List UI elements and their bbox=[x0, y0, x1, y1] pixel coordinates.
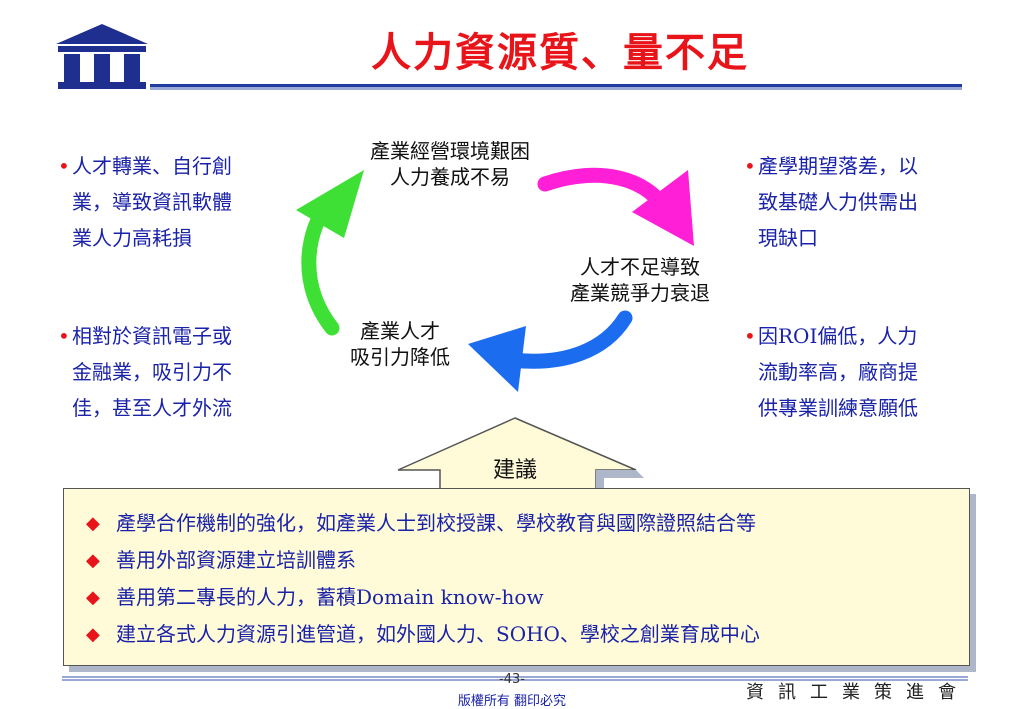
bullet-dot-icon: • bbox=[744, 154, 756, 178]
text-line: 供專業訓練意願低 bbox=[758, 396, 918, 420]
suggestion-list: ◆ 產學合作機制的強化，如產業人士到校授課、學校教育與國際證照結合等 ◆ 善用外部資… bbox=[64, 489, 969, 653]
diamond-bullet-icon: ◆ bbox=[86, 624, 100, 645]
suggestion-text: 產學合作機制的強化，如產業人士到校授課、學校教育與國際證照結合等 bbox=[116, 511, 756, 535]
blue-curved-arrow-icon bbox=[468, 310, 633, 392]
suggestion-item: ◆ 產學合作機制的強化，如產業人士到校授課、學校教育與國際證照結合等 bbox=[86, 505, 969, 542]
text-line: 業，導致資訊軟體 bbox=[72, 190, 232, 214]
bullet-dot-icon: • bbox=[744, 324, 756, 348]
diamond-bullet-icon: ◆ bbox=[86, 513, 100, 534]
page-number: -43- bbox=[499, 672, 525, 687]
issue-left-top: • 人才轉業、自行創 業，導致資訊軟體 業人力高耗損 bbox=[58, 148, 282, 256]
text-line: 人才不足導致 bbox=[580, 255, 700, 279]
suggestion-text: 建立各式人力資源引進管道，如外國人力、SOHO、學校之創業育成中心 bbox=[116, 622, 760, 646]
text-line: 金融業，吸引力不 bbox=[72, 360, 232, 384]
footer-divider bbox=[62, 676, 968, 681]
text-line: 因ROI偏低，人力 bbox=[758, 324, 918, 348]
text-line: 業人力高耗損 bbox=[72, 226, 192, 250]
bullet-dot-icon: • bbox=[58, 324, 70, 348]
diamond-bullet-icon: ◆ bbox=[86, 550, 100, 571]
text-line: 人才轉業、自行創 bbox=[72, 154, 232, 178]
page-title: 人力資源質、量不足 bbox=[371, 30, 749, 76]
text-line: 佳，甚至人才外流 bbox=[72, 396, 232, 420]
text-line: 人力養成不易 bbox=[390, 165, 510, 189]
text-line: 吸引力降低 bbox=[350, 345, 450, 369]
cycle-node-left: 產業人才 吸引力降低 bbox=[320, 318, 480, 370]
cycle-node-top: 產業經營環境艱困 人力養成不易 bbox=[330, 138, 570, 190]
suggestion-text: 善用第二專長的人力，蓄積Domain know-how bbox=[116, 585, 544, 609]
suggestion-item: ◆ 建立各式人力資源引進管道，如外國人力、SOHO、學校之創業育成中心 bbox=[86, 616, 969, 653]
issue-right-bottom: • 因ROI偏低，人力 流動率高，廠商提 供專業訓練意願低 bbox=[744, 318, 972, 426]
text-line: 現缺口 bbox=[758, 226, 818, 250]
text-line: 相對於資訊電子或 bbox=[72, 324, 232, 348]
suggestion-text: 善用外部資源建立培訓體系 bbox=[116, 548, 356, 572]
cycle-node-right: 人才不足導致 產業競爭力衰退 bbox=[540, 254, 740, 306]
suggestion-item: ◆ 善用外部資源建立培訓體系 bbox=[86, 542, 969, 579]
text-line: 致基礎人力供需出 bbox=[758, 190, 918, 214]
text-line: 產業經營環境艱困 bbox=[370, 139, 530, 163]
copyright-notice: 版權所有 翻印必究 bbox=[457, 694, 567, 709]
text-line: 產業競爭力衰退 bbox=[570, 281, 710, 305]
green-curved-arrow-icon bbox=[296, 170, 364, 336]
organization-name: 資訊工業策進會 bbox=[746, 682, 970, 703]
text-line: 產業人才 bbox=[360, 319, 440, 343]
issue-left-bottom: • 相對於資訊電子或 金融業，吸引力不 佳，甚至人才外流 bbox=[58, 318, 282, 426]
magenta-curved-arrow-icon bbox=[537, 167, 694, 246]
suggestion-box: ◆ 產學合作機制的強化，如產業人士到校授課、學校教育與國際證照結合等 ◆ 善用外部資… bbox=[63, 488, 970, 666]
suggestion-label: 建議 bbox=[492, 458, 537, 483]
header-divider bbox=[150, 84, 962, 90]
text-line: 流動率高，廠商提 bbox=[758, 360, 918, 384]
diamond-bullet-icon: ◆ bbox=[86, 587, 100, 608]
issue-right-top: • 產學期望落差，以 致基礎人力供需出 現缺口 bbox=[744, 148, 972, 256]
institute-pillars-logo bbox=[56, 24, 148, 89]
suggestion-item: ◆ 善用第二專長的人力，蓄積Domain know-how bbox=[86, 579, 969, 616]
text-line: 產學期望落差，以 bbox=[758, 154, 918, 178]
bullet-dot-icon: • bbox=[58, 154, 70, 178]
